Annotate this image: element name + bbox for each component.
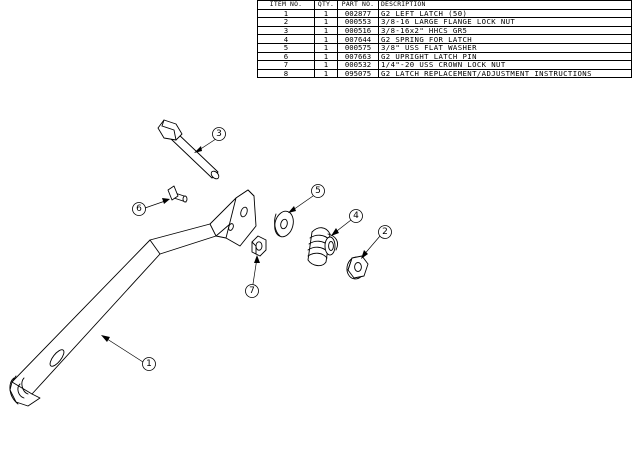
balloon-5: 5 (288, 184, 325, 213)
latch-spring-part (307, 227, 339, 267)
left-latch-part (9, 189, 257, 407)
balloon-1: 1 (101, 335, 156, 371)
table-row: 8 1 095075 G2 LATCH REPLACEMENT/ADJUSTME… (257, 68, 632, 79)
bill-of-materials-table: ITEM NO. QTY. PART NO. DESCRIPTION 1 1 0… (257, 0, 632, 79)
balloon-6: 6 (132, 198, 170, 216)
balloon-4: 4 (331, 209, 363, 236)
flat-washer-part (274, 210, 294, 238)
balloon-label: 3 (216, 129, 222, 139)
flange-lock-nut-part (346, 255, 369, 280)
balloon-7: 7 (245, 255, 260, 298)
bom-cell-desc: G2 LATCH REPLACEMENT/ADJUSTMENT INSTRUCT… (378, 68, 632, 79)
balloon-label: 5 (315, 186, 321, 196)
balloon-label: 1 (146, 359, 152, 369)
balloon-3: 3 (194, 127, 226, 153)
hhcs-bolt-part (157, 119, 220, 180)
crown-lock-nut-part (251, 235, 267, 257)
balloon-label: 6 (136, 204, 142, 214)
balloon-label: 4 (353, 211, 359, 221)
balloon-label: 7 (249, 286, 255, 296)
balloon-2: 2 (361, 225, 392, 259)
bom-header-row: ITEM NO. QTY. PART NO. DESCRIPTION (257, 0, 632, 10)
upright-latch-pin-part (167, 185, 188, 203)
balloon-label: 2 (382, 227, 388, 237)
